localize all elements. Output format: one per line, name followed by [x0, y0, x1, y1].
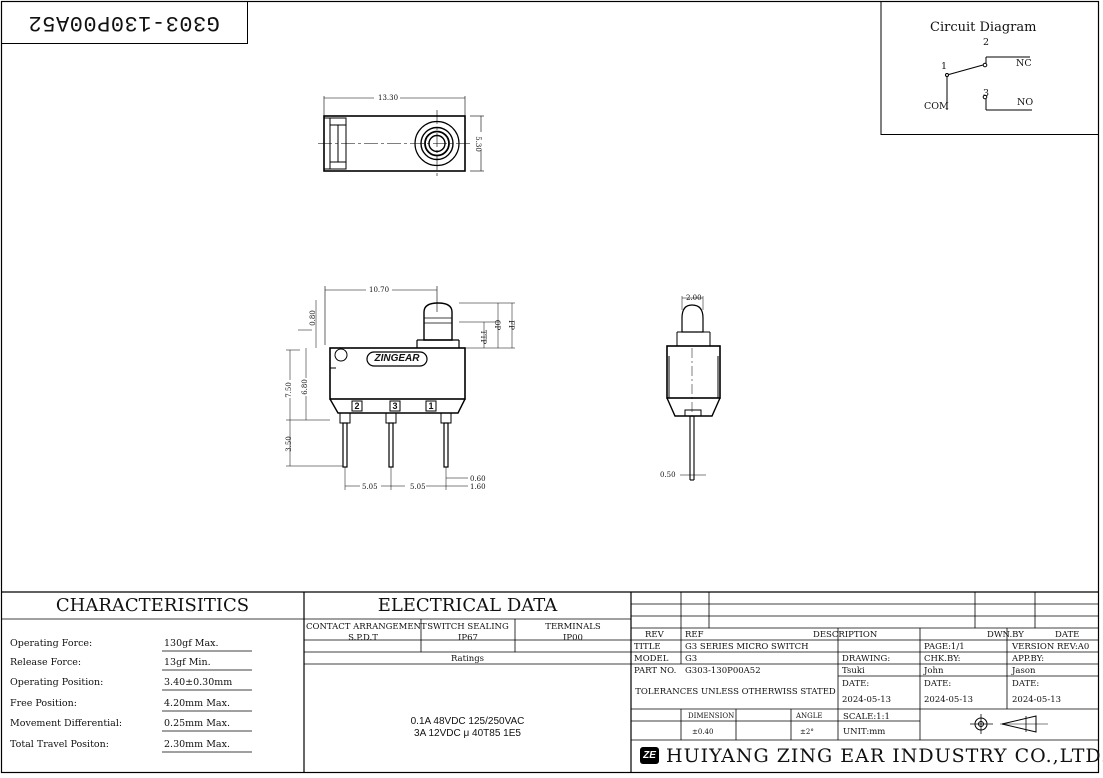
date-label-2: DATE: [924, 679, 952, 689]
dim-top-width: 13.30 [378, 94, 399, 102]
page-number: PAGE:1/1 [924, 642, 965, 652]
no-label: NO [1017, 97, 1034, 108]
circuit-diagram [945, 56, 1032, 111]
dim-top-height: 5.30 [473, 136, 482, 152]
scale-label: SCALE:1:1 [843, 712, 890, 722]
date-value-3: 2024-05-13 [1012, 695, 1062, 705]
char-label: Free Position: [10, 698, 77, 709]
angle-label: ANGLE [796, 712, 823, 720]
dwn-by-header: DWN.BY [987, 630, 1024, 640]
part-no-value: G303-130P00A52 [685, 666, 761, 676]
dim-3-50: 3.50 [284, 436, 293, 452]
terminals-label: TERMINALS [545, 622, 601, 632]
char-value: 130gf Max. [164, 638, 219, 649]
date-label-1: DATE: [842, 679, 870, 689]
model-label: MODEL [634, 654, 669, 664]
dim-0-60: 0.60 [470, 475, 486, 483]
char-value: 4.20mm Max. [164, 698, 230, 709]
date-value-1: 2024-05-13 [842, 695, 892, 705]
pin-2-label: 2 [983, 37, 990, 48]
dim-front-0-80: 0.80 [308, 310, 317, 326]
dim-1-60: 1.60 [470, 483, 486, 491]
com-label: COM [924, 101, 949, 112]
rating-line-2: 3A 12VDC μ 40T85 1E5 [414, 728, 521, 739]
brand-badge: ZINGEAR [374, 353, 420, 364]
app-label: APP.BY: [1012, 654, 1045, 664]
electrical-header: ELECTRICAL DATA [377, 595, 558, 616]
terminals-value: IP00 [563, 633, 583, 643]
front-view-drawing [286, 286, 515, 490]
drawing-label: DRAWING: [842, 654, 891, 664]
terminal-label-2: 2 [354, 401, 360, 411]
dim-front-width: 10.70 [369, 286, 390, 294]
char-label: Total Travel Positon: [10, 739, 109, 750]
char-label: Release Force: [10, 657, 82, 668]
side-view-drawing [666, 296, 721, 481]
contact-arrangement-value: S.P.D.T [348, 633, 378, 643]
char-value: 13gf Min. [164, 657, 211, 668]
title-label: TITLE [634, 642, 661, 652]
company-logo-icon: ZE [643, 750, 656, 761]
date-label-3: DATE: [1012, 679, 1040, 689]
dim-side-2-00: 2.00 [686, 294, 702, 302]
dim-ttp: TTP [479, 329, 488, 345]
circuit-title: Circuit Diagram [930, 20, 1037, 35]
description-header: DESCRIPTION [813, 630, 878, 640]
dimension-label: DIMENSION [688, 712, 735, 720]
contact-arrangement-label: CONTACT ARRANGEMENT [306, 622, 427, 632]
dim-6-80: 6.80 [300, 379, 309, 395]
pin-3-label: 3 [983, 88, 990, 99]
rating-line-1: 0.1A 48VDC 125/250VAC [410, 716, 525, 727]
dim-side-0-50: 0.50 [660, 471, 676, 479]
char-value: 0.25mm Max. [164, 718, 230, 729]
date-value-2: 2024-05-13 [924, 695, 974, 705]
terminal-label-3: 3 [392, 401, 398, 411]
switch-sealing-value: IP67 [458, 633, 478, 643]
nc-label: NC [1016, 58, 1032, 69]
char-label: Operating Position: [10, 677, 104, 688]
version: VERSION REV:A0 [1012, 642, 1090, 652]
dim-pitch-2: 5.05 [410, 483, 426, 491]
chk-label: CHK.BY: [924, 654, 961, 664]
part-no-label: PART NO. [634, 666, 677, 676]
drawing-name: Tsuki [842, 666, 865, 676]
switch-sealing-label: SWITCH SEALING [427, 622, 509, 632]
dim-op: OP [493, 319, 502, 331]
char-label: Movement Differential: [10, 718, 123, 729]
dim-7-50: 7.50 [284, 382, 293, 398]
dim-pitch-1: 5.05 [362, 483, 378, 491]
char-label: Operating Force: [10, 638, 93, 649]
ratings-label: Ratings [450, 654, 485, 664]
char-value: 2.30mm Max. [164, 739, 230, 750]
app-name: Jason [1012, 666, 1036, 676]
date-header: DATE [1055, 630, 1080, 640]
dim-fp: FP [506, 320, 515, 330]
chk-name: John [924, 666, 944, 676]
rev-header: REV [645, 630, 664, 640]
dimension-tolerance: ±0.40 [692, 728, 714, 736]
top-view-drawing [318, 96, 484, 177]
pin-1-label: 1 [941, 61, 948, 72]
angle-tolerance: ±2° [800, 728, 814, 736]
bottom-tables-grid [1, 591, 1099, 773]
model-value: G3 [685, 654, 698, 664]
char-value: 3.40±0.30mm [164, 677, 233, 688]
ref-header: REF [685, 630, 704, 640]
company-name: HUIYANG ZING EAR INDUSTRY CO.,LTD. [666, 745, 1103, 767]
terminal-label-1: 1 [428, 401, 434, 411]
tolerances-note: TOLERANCES UNLESS OTHERWISS STATED [635, 687, 836, 697]
title-value: G3 SERIES MICRO SWITCH [685, 642, 809, 652]
part-number-mirrored: G303-130P00A52 [28, 10, 220, 35]
unit-label: UNIT:mm [843, 727, 886, 737]
characteristics-header: CHARACTERISITICS [55, 595, 250, 616]
